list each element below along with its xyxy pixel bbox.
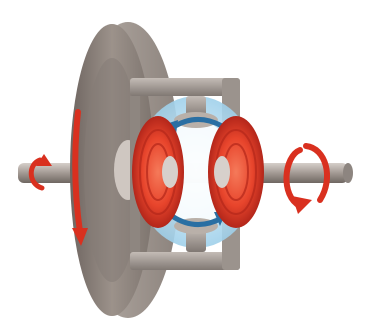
side-gear-right <box>208 116 264 228</box>
side-gear-left <box>132 116 184 228</box>
